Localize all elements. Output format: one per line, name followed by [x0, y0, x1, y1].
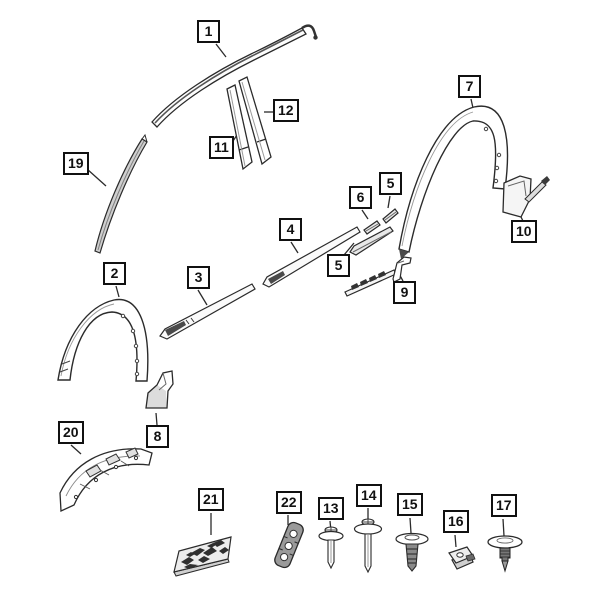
- part-11-pillar-applique-drawing: [226, 84, 253, 171]
- part-16-u-nut-drawing: [448, 546, 476, 570]
- part-14-screw-drawing: [353, 518, 383, 574]
- part-10-splash-guard-drawing: [502, 175, 550, 218]
- part-20-wheelhouse-liner-drawing: [59, 447, 153, 512]
- part-1-roof-molding-drawing: [151, 24, 318, 128]
- part-13-screw-drawing: [318, 526, 344, 570]
- part-4-body-side-molding-drawing: [262, 226, 361, 288]
- part-12-pillar-applique-drawing: [238, 76, 272, 166]
- callout-8[interactable]: 8: [146, 425, 169, 448]
- callout-7[interactable]: 7: [458, 75, 481, 98]
- part-15-push-rivet-drawing: [395, 532, 429, 572]
- callout-9[interactable]: 9: [393, 281, 416, 304]
- callout-15[interactable]: 15: [397, 493, 423, 516]
- part-8-splash-guard-drawing: [145, 370, 174, 409]
- callout-19[interactable]: 19: [63, 152, 89, 175]
- callout-20[interactable]: 20: [58, 421, 84, 444]
- callout-16[interactable]: 16: [443, 510, 469, 533]
- callout-12[interactable]: 12: [273, 99, 299, 122]
- part-22-retainer-clip-drawing: [274, 521, 304, 569]
- callout-11[interactable]: 11: [209, 136, 234, 159]
- part-21-protector-pad-drawing: [173, 536, 232, 577]
- callout-6[interactable]: 6: [349, 186, 372, 209]
- callout-17[interactable]: 17: [491, 494, 517, 517]
- callout-4[interactable]: 4: [279, 218, 302, 241]
- callout-14[interactable]: 14: [356, 484, 382, 507]
- part-5-upper-molding-drawing: [382, 208, 399, 224]
- part-2-wheel-flare-drawing: [57, 298, 149, 382]
- callout-22[interactable]: 22: [276, 491, 302, 514]
- part-7-wheel-flare-drawing: [398, 105, 509, 259]
- callout-13[interactable]: 13: [318, 497, 344, 520]
- callout-2[interactable]: 2: [103, 262, 126, 285]
- part-6-molding-drawing: [363, 220, 381, 235]
- part-19-windshield-molding-drawing: [94, 133, 148, 254]
- part-5-lower-molding-drawing: [349, 226, 394, 256]
- part-17-push-pin-drawing: [487, 535, 523, 573]
- part-3-body-side-molding-drawing: [159, 283, 256, 340]
- callout-3[interactable]: 3: [187, 266, 210, 289]
- callout-21[interactable]: 21: [198, 488, 224, 511]
- callout-5-lower[interactable]: 5: [327, 254, 350, 277]
- callout-5-upper[interactable]: 5: [379, 172, 402, 195]
- callout-10[interactable]: 10: [511, 220, 537, 243]
- callout-1[interactable]: 1: [197, 20, 220, 43]
